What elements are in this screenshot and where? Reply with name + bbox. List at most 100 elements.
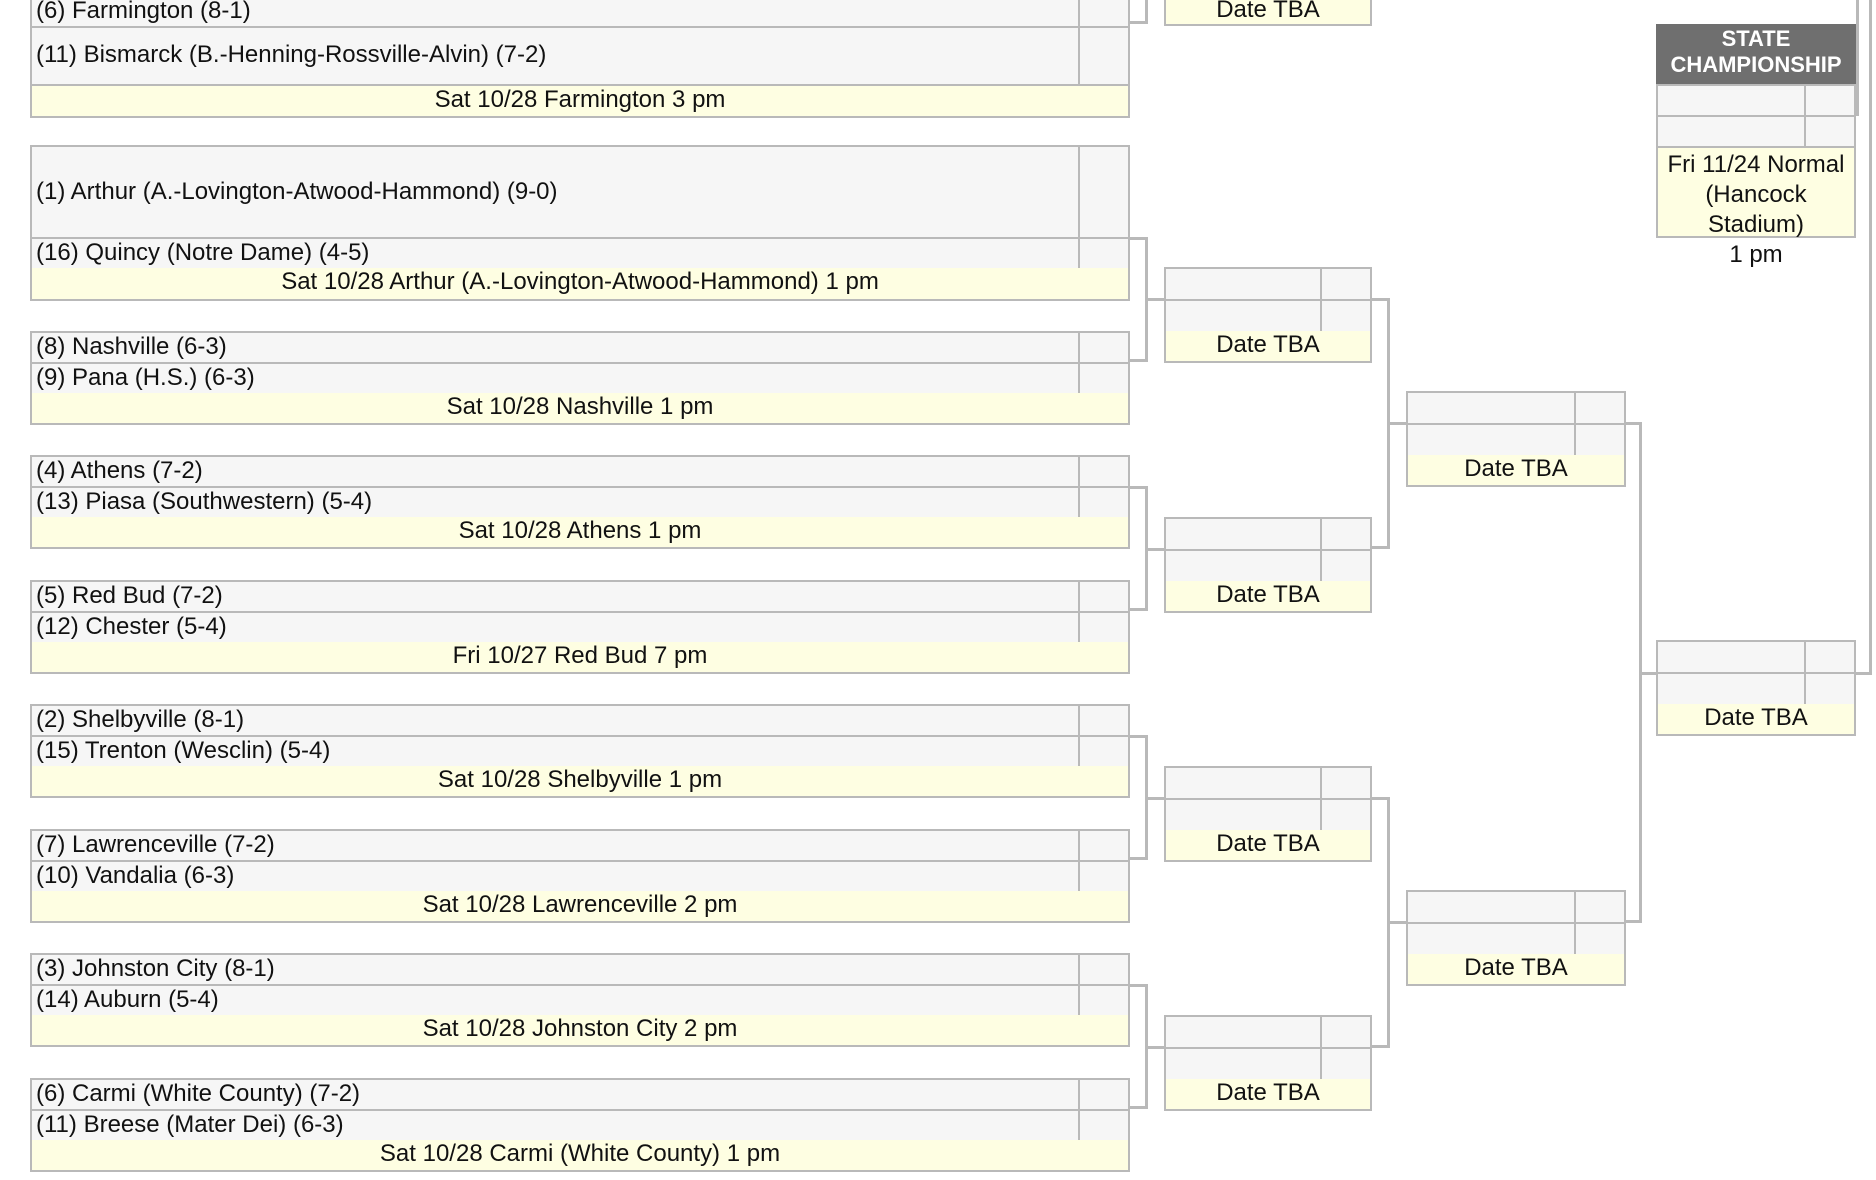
team-name: (11) Bismarck (B.-Henning-Rossville-Alvi… (36, 41, 547, 68)
score-cell (1078, 582, 1128, 611)
score-cell (1078, 333, 1128, 362)
team-row: (15) Trenton (Wesclin) (5-4) (32, 737, 1128, 768)
team-name: (14) Auburn (5-4) (36, 986, 219, 1013)
team-row: (1) Arthur (A.-Lovington-Atwood-Hammond)… (32, 147, 1128, 239)
score-cell (1078, 147, 1128, 237)
score-cell (1078, 1080, 1128, 1109)
score-cell (1078, 737, 1128, 766)
team-row (1166, 519, 1370, 551)
game-info: Sat 10/28 Arthur (A.-Lovington-Atwood-Ha… (32, 268, 1128, 299)
game-info: Sat 10/28 Nashville 1 pm (32, 393, 1128, 423)
team-name: (5) Red Bud (7-2) (36, 582, 223, 609)
round1-matchup-shelbyville: (2) Shelbyville (8-1) (15) Trenton (Wesc… (30, 704, 1130, 798)
team-row (1408, 924, 1624, 956)
team-row: (14) Auburn (5-4) (32, 986, 1128, 1017)
team-name: (10) Vandalia (6-3) (36, 862, 235, 889)
team-name: (6) Farmington (8-1) (36, 0, 251, 24)
championship-header: STATE CHAMPIONSHIP (1656, 24, 1856, 84)
game-info: Date TBA (1658, 704, 1854, 734)
game-info: Sat 10/28 Athens 1 pm (32, 517, 1128, 547)
bracket-connector (1130, 0, 1148, 24)
bracket-connector (1146, 1046, 1164, 1049)
score-cell (1320, 301, 1370, 331)
score-cell (1320, 269, 1370, 299)
bracket-connector (1856, 0, 1872, 675)
team-row (1166, 551, 1370, 583)
team-name: (9) Pana (H.S.) (6-3) (36, 364, 255, 391)
game-info: Sat 10/28 Shelbyville 1 pm (32, 766, 1128, 796)
score-cell (1320, 768, 1370, 798)
team-row (1408, 425, 1624, 457)
score-cell (1078, 364, 1128, 393)
team-row (1166, 800, 1370, 832)
game-info: Fri 10/27 Red Bud 7 pm (32, 642, 1128, 672)
team-row: (9) Pana (H.S.) (6-3) (32, 364, 1128, 395)
game-info: Date TBA (1166, 0, 1370, 24)
team-row: (6) Farmington (8-1) (32, 0, 1128, 28)
score-cell (1320, 800, 1370, 830)
score-cell (1078, 862, 1128, 891)
round1-matchup-farmington: (6) Farmington (8-1) (11) Bismarck (B.-H… (30, 0, 1130, 118)
team-name: (15) Trenton (Wesclin) (5-4) (36, 737, 331, 764)
team-row: (11) Bismarck (B.-Henning-Rossville-Alvi… (32, 28, 1128, 86)
team-name: (2) Shelbyville (8-1) (36, 706, 245, 733)
round2-game: Date TBA (1164, 267, 1372, 363)
team-row (1658, 86, 1854, 117)
score-cell (1804, 86, 1854, 115)
game-info: Date TBA (1166, 331, 1370, 361)
semifinal-game: Date TBA (1656, 640, 1856, 736)
team-row (1658, 674, 1854, 706)
quarterfinal-game: Date TBA (1406, 391, 1626, 487)
bracket-connector (1388, 921, 1408, 924)
score-cell (1078, 28, 1128, 84)
championship-header-line2: CHAMPIONSHIP (1670, 52, 1842, 77)
team-name: (3) Johnston City (8-1) (36, 955, 275, 982)
championship-info: Fri 11/24 Normal (Hancock Stadium) 1 pm (1656, 146, 1856, 268)
score-cell (1078, 831, 1128, 860)
game-info: Date TBA (1408, 954, 1624, 984)
round1-matchup-red-bud: (5) Red Bud (7-2) (12) Chester (5-4) Fri… (30, 580, 1130, 674)
score-cell (1574, 393, 1624, 423)
game-info: Date TBA (1166, 1079, 1370, 1109)
championship-slots (1656, 84, 1856, 148)
team-name: (6) Carmi (White County) (7-2) (36, 1080, 361, 1107)
team-name: (11) Breese (Mater Dei) (6-3) (36, 1111, 344, 1138)
team-row: (5) Red Bud (7-2) (32, 582, 1128, 613)
team-row: (13) Piasa (Southwestern) (5-4) (32, 488, 1128, 519)
team-row (1408, 393, 1624, 425)
score-cell (1320, 519, 1370, 549)
team-name: (4) Athens (7-2) (36, 457, 203, 484)
championship-game: STATE CHAMPIONSHIP Fri 11/24 Normal (Han… (1656, 24, 1856, 268)
score-cell (1078, 457, 1128, 486)
score-cell (1320, 1049, 1370, 1079)
team-row: (6) Carmi (White County) (7-2) (32, 1080, 1128, 1111)
team-row (1658, 117, 1854, 148)
championship-date-site: Fri 11/24 Normal (1667, 151, 1845, 178)
team-row: (3) Johnston City (8-1) (32, 955, 1128, 986)
championship-header-line1: STATE (1721, 26, 1791, 51)
team-row (1166, 768, 1370, 800)
score-cell (1804, 117, 1854, 148)
round1-matchup-lawrenceville: (7) Lawrenceville (7-2) (10) Vandalia (6… (30, 829, 1130, 923)
round1-matchup-carmi: (6) Carmi (White County) (7-2) (11) Bree… (30, 1078, 1130, 1172)
team-row: (4) Athens (7-2) (32, 457, 1128, 488)
round2-game: Date TBA (1164, 766, 1372, 862)
team-row: (10) Vandalia (6-3) (32, 862, 1128, 893)
championship-time: 1 pm (1729, 241, 1783, 268)
bracket-connector (1388, 422, 1408, 425)
score-cell (1078, 706, 1128, 735)
bracket-connector (1146, 548, 1164, 551)
team-row (1658, 642, 1854, 674)
championship-venue: (Hancock Stadium) (1705, 181, 1807, 238)
game-info: Sat 10/28 Farmington 3 pm (32, 86, 1128, 116)
quarterfinal-game: Date TBA (1406, 890, 1626, 986)
team-row (1408, 892, 1624, 924)
score-cell (1078, 0, 1128, 26)
game-info: Date TBA (1166, 830, 1370, 860)
game-info: Sat 10/28 Johnston City 2 pm (32, 1015, 1128, 1045)
team-name: (7) Lawrenceville (7-2) (36, 831, 275, 858)
round1-matchup-johnston-city: (3) Johnston City (8-1) (14) Auburn (5-4… (30, 953, 1130, 1047)
game-info: Date TBA (1408, 455, 1624, 485)
team-row: (11) Breese (Mater Dei) (6-3) (32, 1111, 1128, 1142)
round2-game: Date TBA (1164, 517, 1372, 613)
